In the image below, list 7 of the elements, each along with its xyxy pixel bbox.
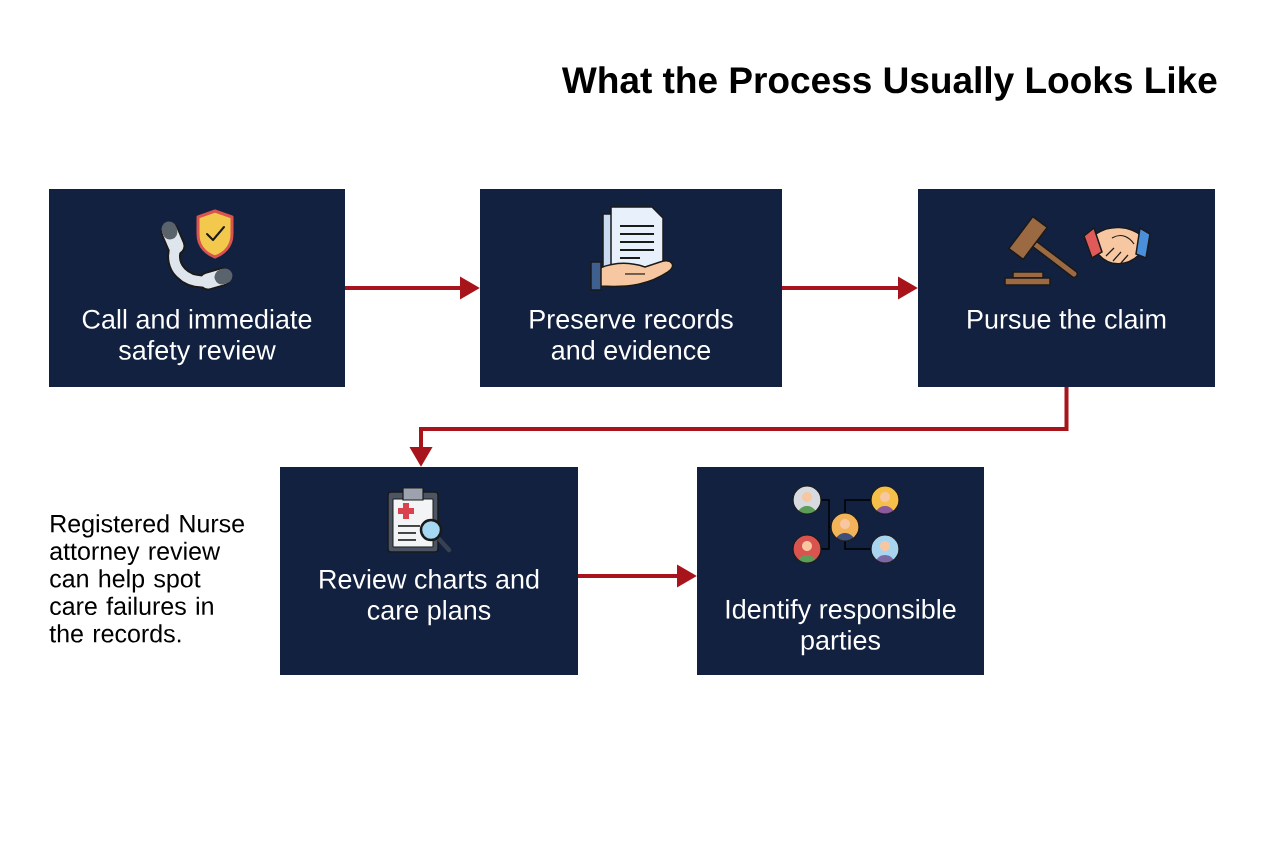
process-box: Preserve records and evidence — [480, 189, 782, 387]
process-box: Identify responsible parties — [697, 467, 984, 675]
process-box: Call and immediate safety review — [49, 189, 345, 387]
process-box: Pursue the claim — [918, 189, 1215, 387]
title: What the Process Usually Looks Like — [561, 66, 1217, 101]
note-text: Registered Nurse attorney review can help spot care failures in the records. — [49, 514, 244, 643]
process-box: Review charts and care plans — [280, 467, 578, 675]
